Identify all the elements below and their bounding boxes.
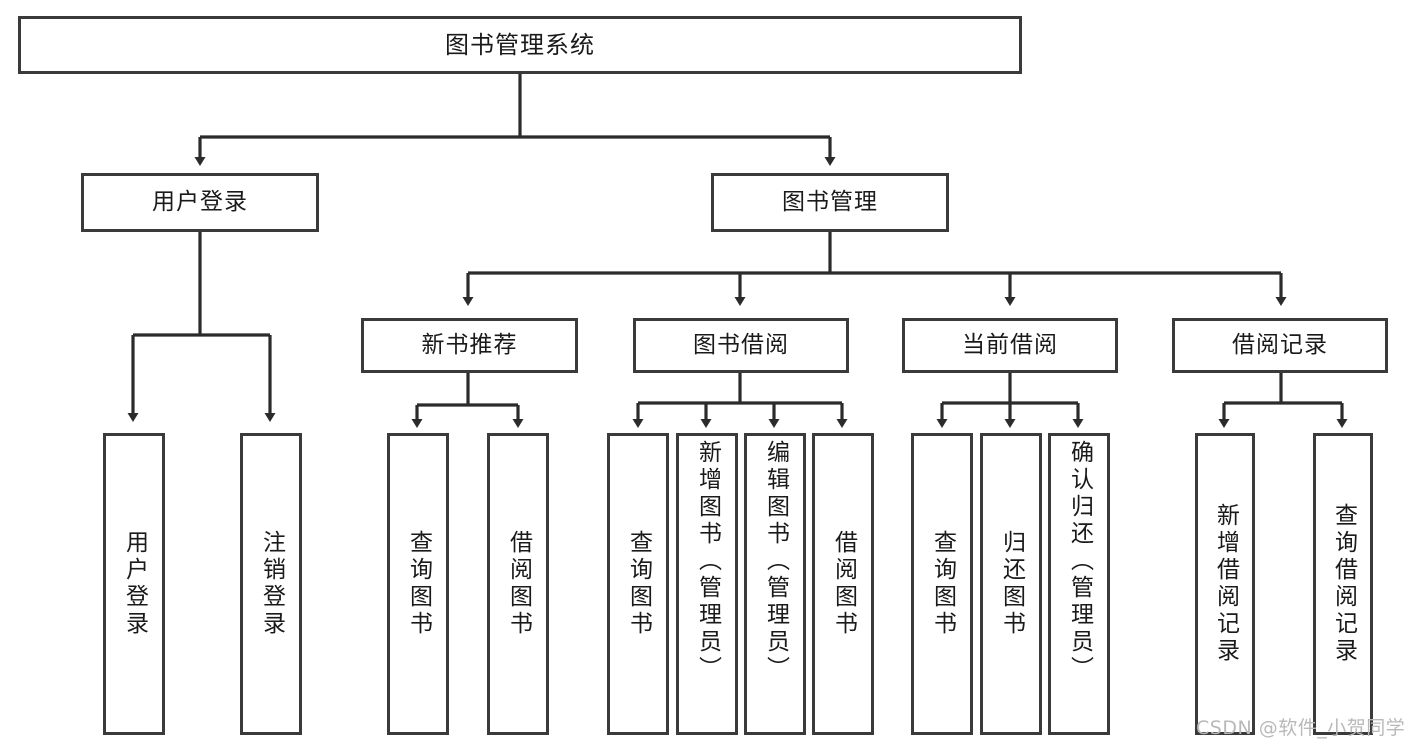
node-leaf-add-book[interactable]: 新增图书（管理员）	[676, 433, 738, 735]
node-leaf-borrow-book-2-label: 借阅图书	[830, 530, 857, 638]
node-leaf-confirm-return[interactable]: 确认归还（管理员）	[1048, 433, 1110, 735]
node-leaf-user-login[interactable]: 用户登录	[103, 433, 165, 735]
node-leaf-borrow-book-1[interactable]: 借阅图书	[487, 433, 549, 735]
node-leaf-query-book-1[interactable]: 查询图书	[387, 433, 449, 735]
node-leaf-edit-book[interactable]: 编辑图书（管理员）	[744, 433, 806, 735]
node-current-borrow[interactable]: 当前借阅	[902, 318, 1118, 373]
node-user-login[interactable]: 用户登录	[81, 173, 319, 232]
node-leaf-borrow-book-2[interactable]: 借阅图书	[812, 433, 874, 735]
node-leaf-query-record-label: 查询借阅记录	[1330, 503, 1357, 665]
node-book-borrow[interactable]: 图书借阅	[633, 318, 849, 373]
node-leaf-query-record[interactable]: 查询借阅记录	[1313, 433, 1373, 735]
node-book-manage-label: 图书管理	[782, 188, 878, 215]
node-leaf-edit-book-label: 编辑图书（管理员）	[762, 440, 789, 683]
node-leaf-confirm-return-label: 确认归还（管理员）	[1066, 440, 1093, 683]
node-leaf-query-book-2[interactable]: 查询图书	[607, 433, 669, 735]
node-leaf-query-book-3[interactable]: 查询图书	[911, 433, 973, 735]
node-leaf-add-book-label: 新增图书（管理员）	[694, 440, 721, 683]
node-leaf-borrow-book-1-label: 借阅图书	[505, 530, 532, 638]
node-leaf-query-book-2-label: 查询图书	[625, 530, 652, 638]
node-root-label: 图书管理系统	[445, 30, 595, 59]
node-leaf-add-record-label: 新增借阅记录	[1212, 503, 1239, 665]
node-leaf-return-book-label: 归还图书	[998, 530, 1025, 638]
node-leaf-return-book[interactable]: 归还图书	[980, 433, 1042, 735]
node-borrow-record-label: 借阅记录	[1232, 331, 1328, 358]
node-leaf-user-login-label: 用户登录	[121, 530, 148, 638]
node-leaf-query-book-3-label: 查询图书	[929, 530, 956, 638]
node-new-book-recommend-label: 新书推荐	[421, 331, 518, 358]
node-leaf-logout[interactable]: 注销登录	[240, 433, 302, 735]
node-borrow-record[interactable]: 借阅记录	[1172, 318, 1388, 373]
node-leaf-logout-label: 注销登录	[258, 530, 285, 638]
node-book-borrow-label: 图书借阅	[693, 331, 789, 358]
csdn-watermark: CSDN @软件_小贺同学	[1196, 717, 1405, 739]
node-current-borrow-label: 当前借阅	[962, 331, 1058, 358]
node-new-book-recommend[interactable]: 新书推荐	[361, 318, 578, 373]
node-leaf-add-record[interactable]: 新增借阅记录	[1195, 433, 1255, 735]
node-leaf-query-book-1-label: 查询图书	[405, 530, 432, 638]
node-user-login-label: 用户登录	[152, 188, 248, 215]
node-root[interactable]: 图书管理系统	[18, 16, 1022, 74]
node-book-manage[interactable]: 图书管理	[711, 173, 949, 232]
